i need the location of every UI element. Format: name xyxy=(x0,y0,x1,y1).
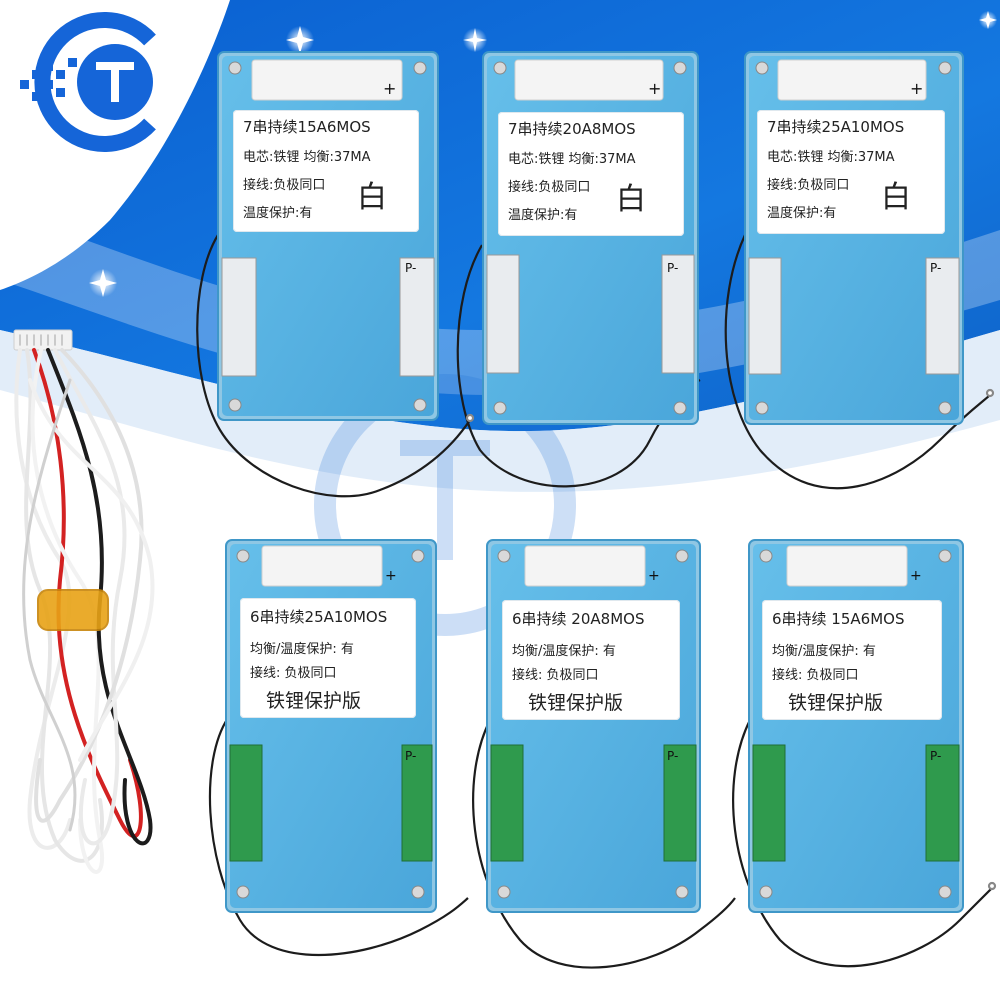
balance-connector xyxy=(524,545,646,587)
wire-harness xyxy=(13,329,155,874)
harness-connector xyxy=(13,329,73,351)
pcb-strip-left xyxy=(490,744,524,862)
spec-label-bottom-1: 6串持续25A10MOS 均衡/温度保护: 有 接线: 负极同口 铁锂保护版 xyxy=(240,598,416,718)
tc-circle-logo xyxy=(20,10,174,154)
spec-label-top-2: 7串持续20A8MOS 电芯:铁锂 均衡:37MA 接线:负极同口 温度保护:有… xyxy=(498,112,684,236)
spec-title: 6串持续 20A8MOS xyxy=(512,610,645,628)
pcb-strip-right xyxy=(925,744,960,862)
pcb-strip-left xyxy=(752,744,786,862)
terminal-plus: + xyxy=(648,79,661,98)
mosfet-strip-right xyxy=(399,257,435,377)
bms-board-top-1 xyxy=(217,51,439,421)
spec-title: 6串持续 15A6MOS xyxy=(772,610,905,628)
spec-title: 7串持续20A8MOS xyxy=(508,120,636,138)
rubber-band xyxy=(37,589,109,631)
spec-label-top-1: 7串持续15A6MOS 电芯:铁锂 均衡:37MA 接线:负极同口 温度保护:有… xyxy=(233,110,419,232)
sparkles xyxy=(89,11,997,297)
spec-protection-type: 铁锂保护版 xyxy=(528,692,624,714)
color-mark: 白 xyxy=(881,180,911,215)
terminal-plus: + xyxy=(648,568,660,584)
mosfet-strip-right xyxy=(925,257,960,375)
color-mark: 白 xyxy=(357,180,387,215)
balance-connector xyxy=(261,545,383,587)
spec-wiring: 接线:负极同口 xyxy=(243,178,326,193)
spec-wiring: 接线: 负极同口 xyxy=(512,668,599,683)
spec-cell-balance: 电芯:铁锂 均衡:37MA xyxy=(243,150,371,165)
spec-wiring: 接线: 负极同口 xyxy=(250,666,337,681)
terminal-minus: P- xyxy=(667,261,678,275)
spec-protection-type: 铁锂保护版 xyxy=(266,690,362,712)
temperature-probe-wires xyxy=(196,234,997,969)
spec-balance-temp: 均衡/温度保护: 有 xyxy=(250,642,354,657)
terminal-minus: P- xyxy=(930,261,941,275)
color-mark: 白 xyxy=(616,182,646,217)
spec-balance-temp: 均衡/温度保护: 有 xyxy=(512,644,616,659)
spec-temp-protection: 温度保护:有 xyxy=(767,206,837,221)
pcb-strip-right xyxy=(663,744,697,862)
spec-protection-type: 铁锂保护版 xyxy=(788,692,884,714)
spec-balance-temp: 均衡/温度保护: 有 xyxy=(772,644,876,659)
terminal-minus: P- xyxy=(405,261,416,275)
bms-board-bottom-1 xyxy=(225,539,437,913)
bms-board-top-2 xyxy=(482,51,699,425)
balance-connector xyxy=(777,59,927,101)
spec-cell-balance: 电芯:铁锂 均衡:37MA xyxy=(508,152,636,167)
bms-board-top-3 xyxy=(744,51,964,425)
balance-connector xyxy=(251,59,403,101)
spec-temp-protection: 温度保护:有 xyxy=(508,208,578,223)
balance-connector xyxy=(514,59,664,101)
mosfet-strip-left xyxy=(748,257,782,375)
terminal-plus: + xyxy=(910,79,923,98)
terminal-plus: + xyxy=(383,79,396,98)
terminal-minus: P- xyxy=(405,749,416,763)
bms-board-bottom-2 xyxy=(486,539,701,913)
spec-title: 7串持续15A6MOS xyxy=(243,118,371,136)
terminal-plus: + xyxy=(385,568,397,584)
spec-cell-balance: 电芯:铁锂 均衡:37MA xyxy=(767,150,895,165)
terminal-minus: P- xyxy=(667,749,678,763)
spec-temp-protection: 温度保护:有 xyxy=(243,206,313,221)
spec-wiring: 接线:负极同口 xyxy=(508,180,591,195)
spec-title: 7串持续25A10MOS xyxy=(767,118,905,136)
spec-title: 6串持续25A10MOS xyxy=(250,608,388,626)
balance-connector xyxy=(786,545,908,587)
mosfet-strip-left xyxy=(486,254,520,374)
spec-label-bottom-2: 6串持续 20A8MOS 均衡/温度保护: 有 接线: 负极同口 铁锂保护版 xyxy=(502,600,680,720)
pcb-strip-left xyxy=(229,744,263,862)
watermark-logo xyxy=(314,374,576,636)
terminal-plus: + xyxy=(910,568,922,584)
light-wave-band xyxy=(0,330,1000,492)
spec-wiring: 接线:负极同口 xyxy=(767,178,850,193)
pcb-strip-right xyxy=(401,744,433,862)
mosfet-strip-right xyxy=(661,254,695,374)
terminal-minus: P- xyxy=(930,749,941,763)
spec-label-bottom-3: 6串持续 15A6MOS 均衡/温度保护: 有 接线: 负极同口 铁锂保护版 xyxy=(762,600,942,720)
spec-wiring: 接线: 负极同口 xyxy=(772,668,859,683)
bms-board-bottom-3 xyxy=(748,539,964,913)
spec-label-top-3: 7串持续25A10MOS 电芯:铁锂 均衡:37MA 接线:负极同口 温度保护:… xyxy=(757,110,945,234)
mosfet-strip-left xyxy=(221,257,257,377)
